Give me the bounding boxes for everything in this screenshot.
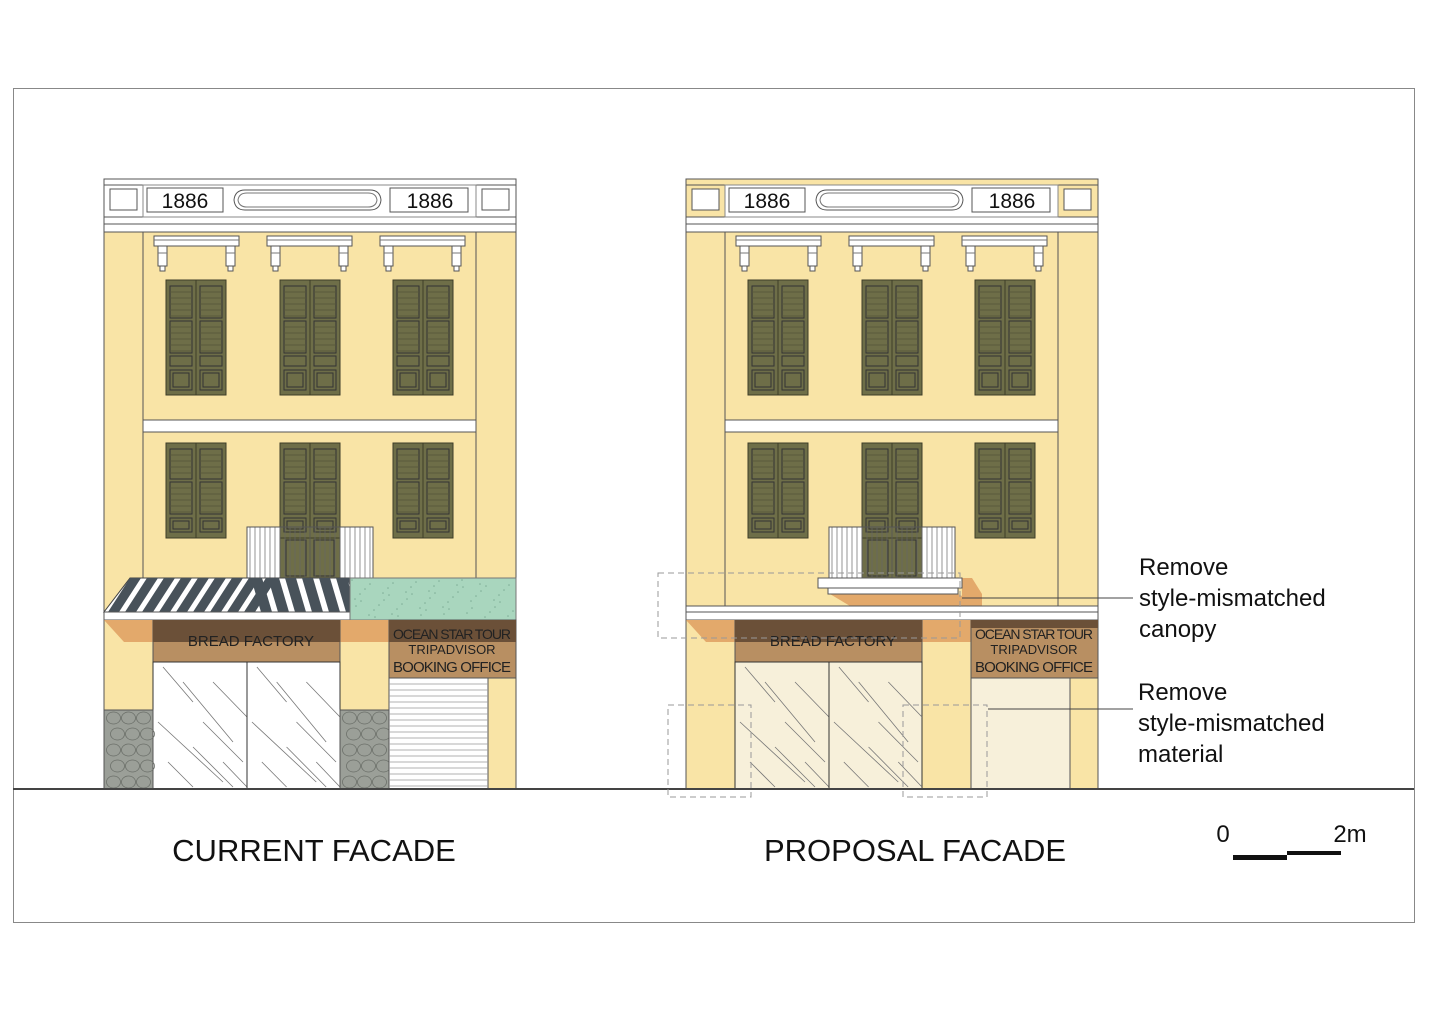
balcony-slab (817, 577, 982, 606)
shutter-window (392, 442, 454, 539)
window-hood (961, 235, 1048, 272)
removed-stone-outline (902, 704, 988, 798)
window-hood (379, 235, 466, 272)
glazed-shopfront-pane (152, 661, 248, 790)
year-plaque (971, 187, 1051, 213)
annotation-material: Remove style-mismatched material (988, 679, 1325, 768)
removed-stone-outline (667, 704, 752, 798)
shutter-window (974, 442, 1036, 539)
year-plaque (146, 187, 224, 213)
year-text-left: 1886 (162, 190, 209, 213)
annotation-canopy: Remove style-mismatched canopy (962, 554, 1326, 643)
green-textured-panel (349, 577, 517, 621)
shutter-window (165, 279, 227, 396)
stone-cladding (339, 709, 391, 790)
svg-text:material: material (1138, 741, 1223, 768)
svg-text:style-mismatched: style-mismatched (1138, 710, 1325, 737)
cornice-panel (691, 188, 720, 211)
svg-text:style-mismatched: style-mismatched (1139, 585, 1326, 612)
svg-text:Remove: Remove (1138, 679, 1227, 706)
cornice-panel (1063, 188, 1092, 211)
shutter-window (747, 442, 809, 539)
shop-sign-text: BREAD FACTORY (770, 633, 896, 650)
balcony-railing (828, 526, 956, 579)
scale-start: 0 (1216, 821, 1229, 848)
office-sign-line: TRIPADVISOR (408, 642, 495, 657)
oval-cartouche (233, 189, 382, 211)
shutter-window (279, 279, 341, 396)
shadow (686, 620, 735, 642)
belt-course (142, 419, 477, 433)
shadow (104, 620, 153, 642)
office-door-panel (970, 677, 1071, 790)
cornice: 1886 1886 (685, 178, 1099, 233)
shutter-window (861, 442, 923, 539)
cornice-panel (481, 188, 510, 211)
cornice-panel (109, 188, 138, 211)
glazed-shopfront-pane (828, 661, 923, 790)
office-sign-line: BOOKING OFFICE (975, 659, 1093, 676)
shop-sign-text: BREAD FACTORY (188, 633, 314, 650)
striped-canopy (102, 577, 392, 621)
proposal-facade-title: PROPOSAL FACADE (764, 833, 1066, 868)
roller-shutter (388, 677, 489, 790)
belt-course (724, 419, 1059, 433)
removed-canopy-outline (657, 572, 961, 639)
shutter-window (392, 279, 454, 396)
cornice: 1886 1886 (103, 178, 517, 233)
office-sign-line: TRIPADVISOR (990, 642, 1077, 657)
shutter-window (974, 279, 1036, 396)
current-facade-title: CURRENT FACADE (172, 833, 456, 868)
window-hood (735, 235, 822, 272)
stone-cladding (103, 709, 155, 790)
scale-end: 2m (1333, 821, 1366, 848)
year-text-left: 1886 (744, 190, 791, 213)
shadow (922, 620, 971, 642)
office-sign-line: OCEAN STAR TOUR (975, 626, 1093, 642)
balcony-railing (246, 526, 374, 579)
year-text-right: 1886 (989, 190, 1036, 213)
shutter-window (861, 279, 923, 396)
year-plaque (728, 187, 806, 213)
svg-text:Remove: Remove (1139, 554, 1228, 581)
glazed-shopfront-pane (734, 661, 830, 790)
year-plaque (389, 187, 469, 213)
office-sign-line: BOOKING OFFICE (393, 659, 511, 676)
shutter-window (165, 442, 227, 539)
svg-text:canopy: canopy (1139, 616, 1216, 643)
window-hood (848, 235, 935, 272)
cornice-band (685, 605, 1099, 621)
glazed-shopfront-pane (246, 661, 341, 790)
shutter-window (747, 279, 809, 396)
shadow (340, 620, 389, 642)
office-sign-line: OCEAN STAR TOUR (393, 626, 511, 642)
window-hood (266, 235, 353, 272)
scale-bar: 0 2m (1216, 821, 1367, 860)
window-hood (153, 235, 240, 272)
oval-cartouche (815, 189, 964, 211)
year-text-right: 1886 (407, 190, 454, 213)
shutter-window (279, 442, 341, 539)
